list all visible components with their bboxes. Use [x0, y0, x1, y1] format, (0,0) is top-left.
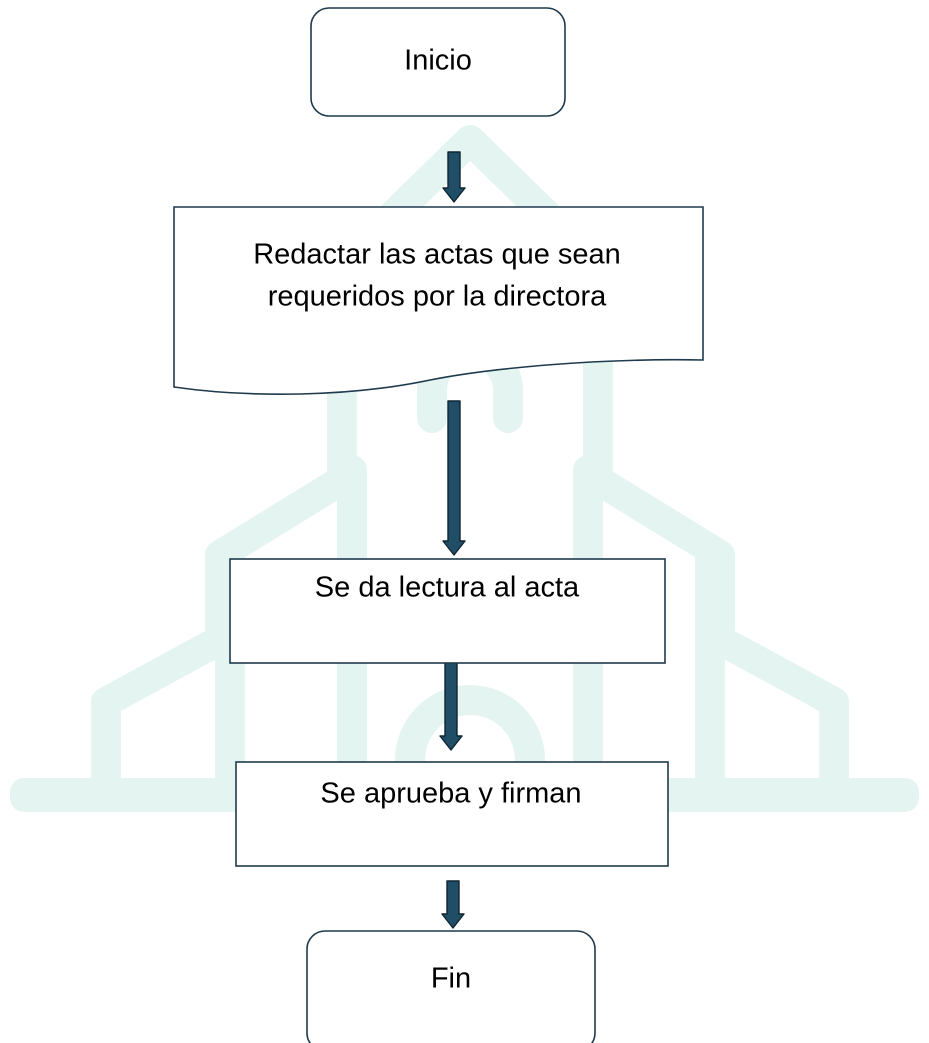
arrow-redactar-to-lectura: [442, 400, 466, 556]
node-label-redactar-line-2: requeridos por la directora: [268, 281, 607, 313]
node-label-lectura: Se da lectura al acta: [315, 572, 580, 604]
document-shape: [173, 206, 704, 396]
arrow-inicio-to-redactar: [442, 151, 466, 203]
node-inicio: Inicio: [310, 7, 566, 117]
node-aprueba: Se aprueba y firman: [235, 761, 669, 867]
node-label-redactar-line-1: Redactar las actas que sean: [253, 239, 621, 271]
node-label-inicio: Inicio: [404, 45, 472, 77]
node-label-aprueba: Se aprueba y firman: [320, 778, 581, 810]
arrow-aprueba-to-fin: [441, 880, 465, 929]
arrow-lectura-to-aprueba: [439, 660, 463, 751]
node-redactar: Redactar las actas que sean requeridos p…: [173, 206, 704, 396]
process-shape: [229, 558, 666, 664]
node-fin: Fin: [306, 930, 596, 1043]
watermark-arch: [395, 685, 545, 793]
terminator-shape: [310, 7, 566, 117]
process-shape: [235, 761, 669, 867]
terminator-shape: [306, 930, 596, 1043]
flow-arrows: [439, 151, 466, 929]
node-label-fin: Fin: [431, 963, 471, 995]
node-lectura: Se da lectura al acta: [229, 558, 666, 664]
